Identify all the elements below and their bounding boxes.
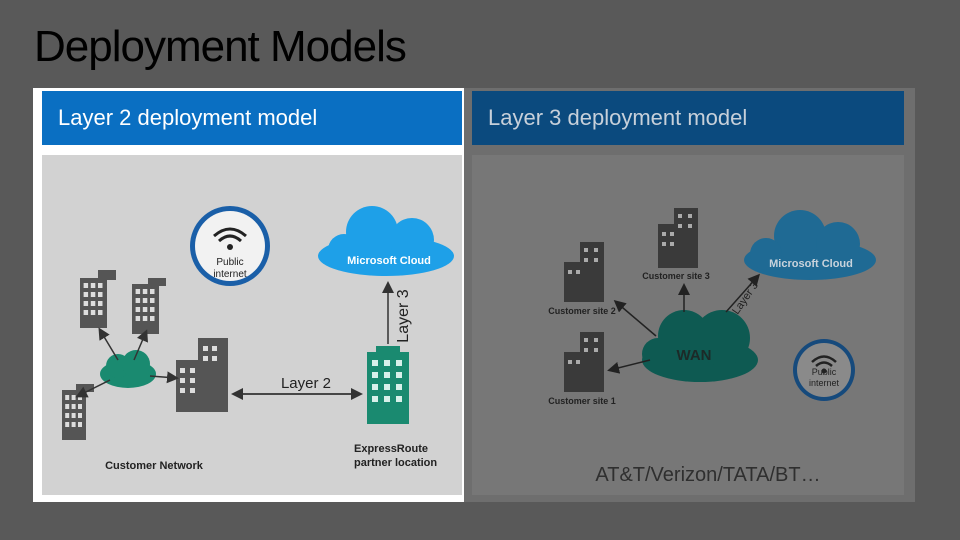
customer-site-2-label: Customer site 2	[548, 306, 616, 316]
wan-arrows	[607, 273, 760, 374]
public-internet-icon	[190, 206, 270, 286]
expressroute-building-icon	[367, 346, 409, 424]
customer-site-1-label: Customer site 1	[548, 396, 616, 406]
layer2-label: Layer 2	[281, 375, 331, 392]
customer-network-cloud-icon	[100, 350, 156, 388]
customer-building-icon	[176, 338, 228, 412]
public-internet-label-right-2: internet	[809, 378, 840, 388]
customer-building-icon	[80, 270, 116, 328]
layer2-diagram-area	[42, 155, 462, 495]
customer-building-icon	[62, 384, 94, 440]
expressroute-label-2: partner location	[354, 457, 437, 469]
customer-site-3-label: Customer site 3	[642, 271, 710, 281]
wan-label: WAN	[677, 347, 712, 364]
public-internet-label-right: Public	[812, 367, 837, 377]
wan-cloud-icon	[642, 310, 758, 382]
customer-site-1-building-icon	[564, 332, 604, 392]
customer-network-label: Customer Network	[105, 460, 204, 472]
expressroute-label: ExpressRoute	[354, 443, 428, 455]
page-title: Deployment Models	[34, 22, 407, 71]
customer-building-icon	[132, 278, 166, 334]
layer3-label-right: Layer 3	[730, 280, 761, 317]
layer3-header: Layer 3 deployment model	[472, 91, 904, 145]
public-internet-label-2: internet	[213, 269, 247, 280]
public-internet-icon-right	[793, 339, 855, 401]
customer-site-2-building-icon	[564, 242, 604, 302]
carriers-label: AT&T/Verizon/TATA/BT…	[595, 464, 820, 486]
layer2-header: Layer 2 deployment model	[42, 91, 462, 145]
microsoft-cloud-label-right: Microsoft Cloud	[769, 258, 853, 270]
microsoft-cloud-icon	[318, 206, 454, 276]
public-internet-label: Public	[216, 257, 243, 268]
microsoft-cloud-label: Microsoft Cloud	[347, 255, 431, 267]
customer-site-3-building-icon	[658, 208, 698, 268]
microsoft-cloud-icon-right	[744, 210, 876, 280]
layer3-label: Layer 3	[395, 289, 412, 342]
network-arrows	[75, 327, 179, 398]
